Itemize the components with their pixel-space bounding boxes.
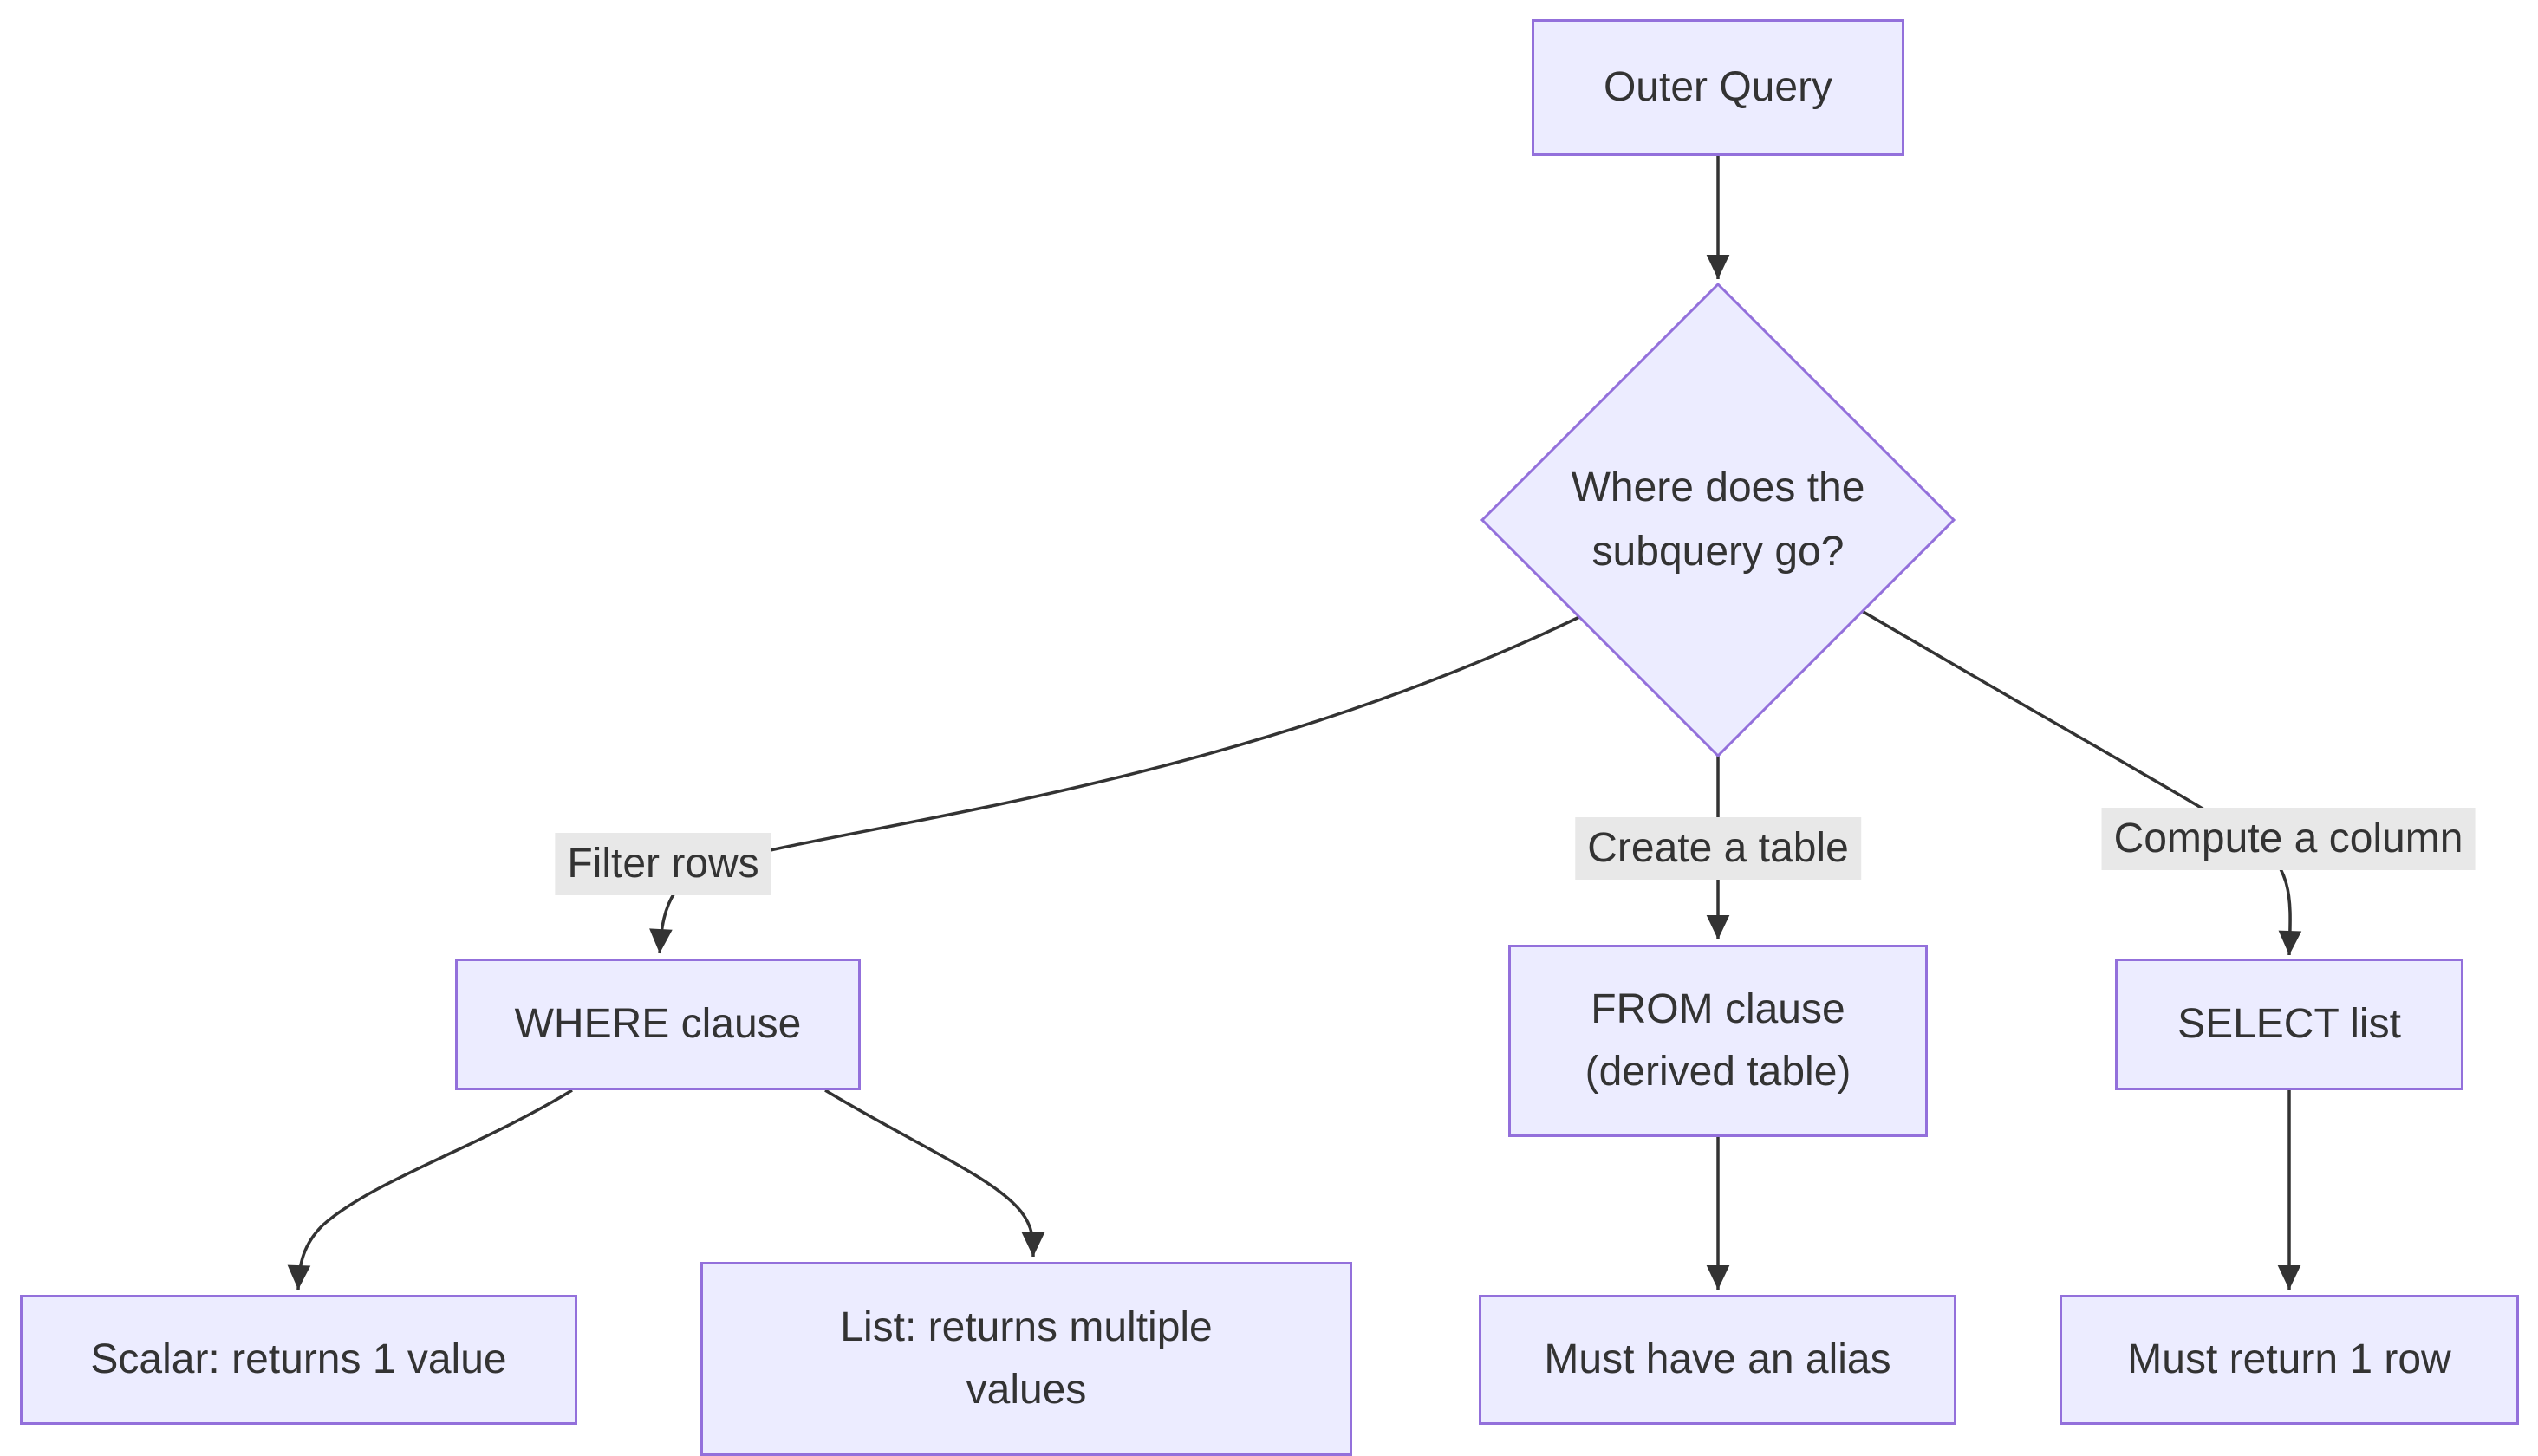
edge-decision-to-select bbox=[1861, 609, 2302, 956]
edge-label-filter-rows: Filter rows bbox=[555, 833, 771, 895]
node-list: List: returns multiple values bbox=[700, 1262, 1352, 1456]
node-from-clause-label-line-2: (derived table) bbox=[1585, 1049, 1851, 1095]
node-list-label-line-2: values bbox=[966, 1367, 1087, 1413]
node-decision-diamond bbox=[1480, 282, 1956, 758]
node-one-row: Must return 1 row bbox=[2060, 1295, 2519, 1425]
edge-label-compute-column: Compute a column bbox=[2101, 808, 2476, 870]
node-alias-label: Must have an alias bbox=[1544, 1336, 1891, 1382]
edge-where-to-scalar bbox=[287, 1089, 573, 1290]
edge-label-create-table: Create a table bbox=[1575, 817, 1861, 880]
edge-decision-to-where bbox=[649, 615, 1580, 954]
node-where-clause: WHERE clause bbox=[455, 959, 861, 1090]
edge-where-to-list bbox=[824, 1089, 1045, 1258]
node-one-row-label: Must return 1 row bbox=[2127, 1336, 2451, 1382]
node-outer-query: Outer Query bbox=[1532, 19, 1904, 156]
node-from-clause: FROM clause (derived table) bbox=[1508, 945, 1928, 1137]
node-alias: Must have an alias bbox=[1479, 1295, 1956, 1425]
node-list-label-line-1: List: returns multiple bbox=[840, 1304, 1213, 1350]
node-scalar: Scalar: returns 1 value bbox=[20, 1295, 577, 1425]
node-decision-label: Where does the subquery go? bbox=[1572, 456, 1865, 584]
node-decision-label-line-1: Where does the bbox=[1571, 465, 1865, 510]
node-select-list-label: SELECT list bbox=[2177, 1001, 2401, 1047]
node-scalar-label: Scalar: returns 1 value bbox=[90, 1336, 507, 1382]
node-outer-query-label: Outer Query bbox=[1603, 64, 1833, 110]
node-select-list: SELECT list bbox=[2115, 959, 2463, 1090]
node-decision-label-line-2: subquery go? bbox=[1591, 529, 1845, 575]
node-where-clause-label: WHERE clause bbox=[514, 1001, 802, 1047]
node-from-clause-label-line-1: FROM clause bbox=[1591, 986, 1845, 1032]
